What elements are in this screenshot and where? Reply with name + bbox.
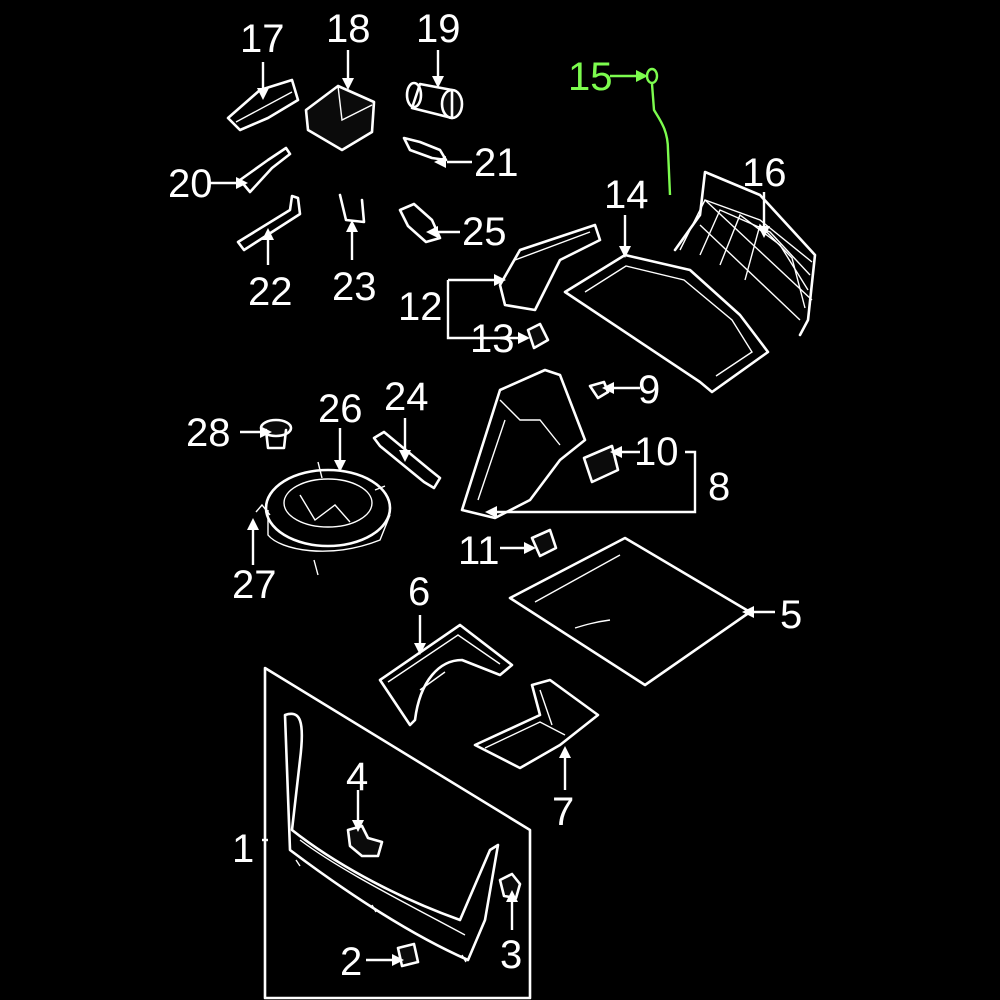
part-20-tool[interactable] [238,146,292,194]
label-24[interactable]: 24 [384,375,429,419]
label-5[interactable]: 5 [780,593,802,637]
leader-lines [210,50,775,962]
label-27[interactable]: 27 [232,563,277,607]
label-7[interactable]: 7 [552,790,574,834]
part-16-cargo-net[interactable] [673,170,817,337]
label-13[interactable]: 13 [470,317,515,361]
part-7-bracket[interactable] [473,678,600,770]
label-25[interactable]: 25 [462,210,507,254]
part-2-clip[interactable] [396,942,420,968]
part-23-clip[interactable] [338,193,366,224]
label-26[interactable]: 26 [318,387,363,431]
part-1-trunk-trim-panel[interactable] [263,666,532,1000]
label-9[interactable]: 9 [638,368,660,412]
label-20[interactable]: 20 [168,162,213,206]
label-19[interactable]: 19 [416,7,461,51]
label-17[interactable]: 17 [240,17,285,61]
part-25-hook[interactable] [398,202,442,244]
part-26-tray[interactable] [264,461,392,552]
part-13-clip[interactable] [526,322,550,350]
part-22-rod[interactable] [236,194,302,252]
part-6-bracket[interactable] [378,623,514,727]
part-21-hook[interactable] [402,136,448,162]
label-4[interactable]: 4 [346,755,368,799]
label-3[interactable]: 3 [500,933,522,977]
arrowheads [236,70,770,966]
label-8[interactable]: 8 [708,465,730,509]
label-11[interactable]: 11 [458,529,500,573]
part-24-wrench[interactable] [372,430,442,490]
part-4-clip[interactable] [346,824,384,858]
part-3-clip[interactable] [498,872,522,900]
label-21[interactable]: 21 [474,141,519,185]
part-11-clip[interactable] [530,528,558,558]
label-12[interactable]: 12 [398,285,443,329]
label-10[interactable]: 10 [634,430,679,474]
label-23[interactable]: 23 [332,265,377,309]
label-15-highlighted[interactable]: 15 [568,55,613,99]
label-16[interactable]: 16 [742,151,787,195]
label-2[interactable]: 2 [340,940,362,984]
part-12-trim[interactable] [498,223,602,312]
part-14-package-tray[interactable] [563,253,770,394]
part-27-bracket[interactable] [255,503,319,576]
part-8-side-trim[interactable] [460,368,587,520]
label-28[interactable]: 28 [186,411,231,455]
part-10-cover[interactable] [582,444,620,484]
part-15-cable-highlighted[interactable] [645,67,672,196]
label-22[interactable]: 22 [248,270,293,314]
part-5-floor-mat[interactable] [508,536,752,687]
label-1[interactable]: 1 [232,827,254,871]
part-9-clip[interactable] [588,380,610,400]
label-18[interactable]: 18 [326,7,371,51]
label-6[interactable]: 6 [408,570,430,614]
part-18-module[interactable] [304,84,376,152]
label-14[interactable]: 14 [604,173,649,217]
part-number-labels: 17 18 19 15 20 21 14 16 22 23 25 12 13 9… [168,7,802,984]
part-19-cylinder[interactable] [405,81,464,120]
